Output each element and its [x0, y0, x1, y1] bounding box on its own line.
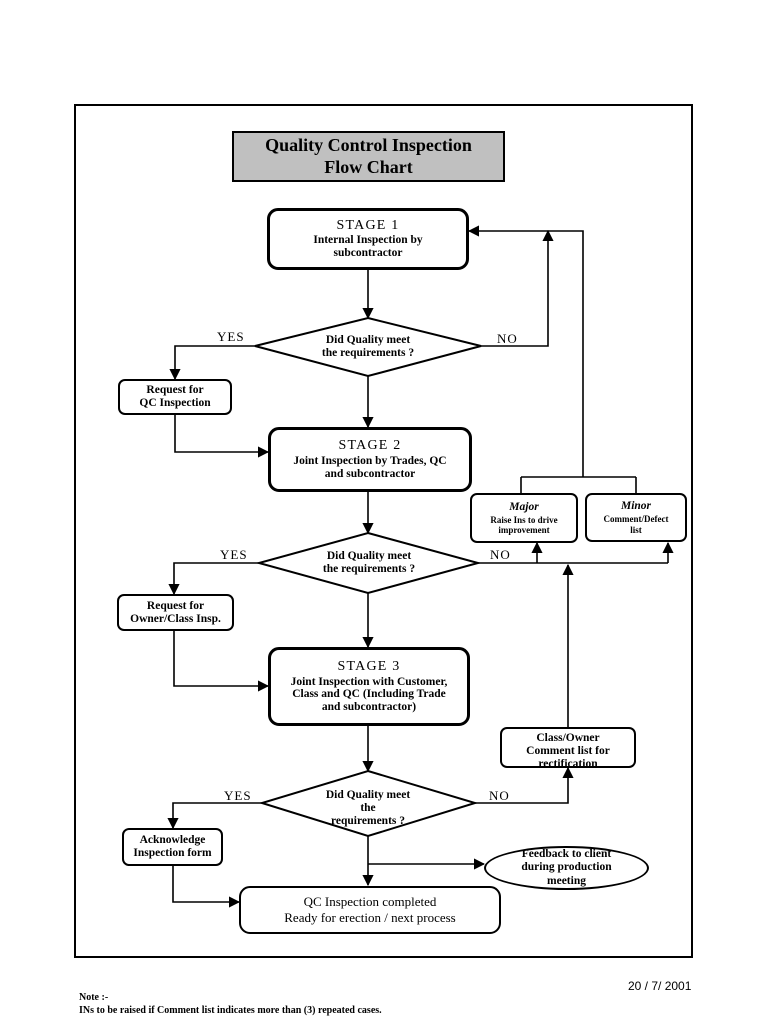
chart-title-line2: Flow Chart	[324, 156, 413, 177]
stage-2-heading: STAGE 2	[338, 438, 402, 454]
decision-3-line3: requirements ?	[331, 815, 405, 828]
arrow-d1-no-to-stage1	[481, 229, 554, 347]
note-heading: Note :-	[79, 992, 109, 1003]
stage-2-line1: Joint Inspection by Trades, QC	[293, 454, 447, 467]
note-text: INs to be raised if Comment list indicat…	[79, 1004, 382, 1016]
request-qc-box: Request for QC Inspection	[118, 379, 232, 415]
decision-2-line1: Did Quality meet	[326, 550, 412, 562]
decision-1-diamond	[254, 316, 482, 378]
final-box: QC Inspection completed Ready for erecti…	[239, 886, 501, 934]
decision-2-text: Did Quality meet the requirements ?	[291, 550, 447, 576]
feedback-oval: Feedback to client during production mee…	[484, 846, 649, 890]
chart-title-line1: Quality Control Inspection	[265, 134, 472, 155]
stage-2-box: STAGE 2 Joint Inspection by Trades, QC a…	[268, 427, 472, 492]
final-line2: Ready for erection / next process	[284, 910, 456, 925]
major-line2: improvement	[498, 525, 550, 536]
request-owner-line1: Request for	[146, 599, 205, 612]
arrow-d3-no-to-class-owner	[475, 766, 574, 804]
arrow-d1-yes-to-request-qc	[169, 345, 255, 381]
acknowledge-line1: Acknowledge	[139, 834, 206, 847]
stage-3-box: STAGE 3 Joint Inspection with Customer, …	[268, 647, 470, 726]
chart-title: Quality Control Inspection Flow Chart	[232, 131, 505, 182]
decision-3-text: Did Quality meet the requirements ?	[300, 789, 436, 829]
major-line1: Raise Ins to drive	[490, 514, 558, 525]
major-box: Major Raise Ins to drive improvement	[470, 493, 578, 543]
class-owner-line3: rectification	[538, 757, 598, 770]
stage-3-line2: Class and QC (Including Trade	[292, 688, 446, 701]
major-heading: Major	[509, 500, 539, 513]
request-owner-line2: Owner/Class Insp.	[130, 612, 221, 625]
decision-3-line1: Did Quality meet	[325, 789, 411, 801]
stage-1-heading: STAGE 1	[336, 217, 400, 233]
decision-3-diamond	[258, 769, 479, 838]
arrow-request-owner-to-stage3	[173, 631, 270, 692]
request-owner-box: Request for Owner/Class Insp.	[117, 594, 234, 631]
decision-2-yes-label: YES	[220, 547, 248, 562]
diagram-frame	[74, 104, 693, 958]
acknowledge-box: Acknowledge Inspection form	[122, 828, 223, 866]
acknowledge-line2: Inspection form	[133, 847, 212, 859]
decision-2-line2: the requirements ?	[322, 563, 416, 576]
decision-3-line2: the	[360, 802, 376, 815]
decision-1-text: Did Quality meet the requirements ?	[290, 334, 446, 360]
decision-1-yes-label: YES	[217, 329, 245, 344]
arrow-d2-yes-to-request-owner	[168, 562, 259, 596]
major-minor-junction	[520, 476, 637, 493]
stage-3-line1: Joint Inspection with Customer,	[290, 675, 448, 688]
feedback-line2: during production	[521, 861, 612, 874]
stage-3-heading: STAGE 3	[337, 658, 401, 674]
class-owner-line1: Class/Owner	[536, 732, 600, 744]
document-date: 20 / 7/ 2001	[628, 979, 692, 993]
decision-1-no-label: NO	[497, 331, 518, 346]
arrow-return-to-stage1	[467, 225, 584, 477]
final-line1: QC Inspection completed	[303, 894, 437, 910]
decision-2-no-label: NO	[490, 547, 511, 562]
request-qc-line1: Request for	[146, 384, 204, 397]
feedback-line3: meeting	[547, 874, 586, 887]
minor-heading: Minor	[620, 500, 652, 513]
minor-line1: Comment/Defect	[603, 514, 669, 525]
stage-1-box: STAGE 1 Internal Inspection by subcontra…	[267, 208, 469, 270]
decision-3-no-label: NO	[489, 788, 510, 803]
request-qc-line2: QC Inspection	[139, 397, 211, 409]
decision-3-yes-label: YES	[224, 788, 252, 803]
stage-1-line2: subcontractor	[333, 247, 403, 260]
arrow-acknowledge-to-final	[172, 866, 241, 908]
arrow-request-qc-to-stage2	[174, 415, 270, 458]
minor-box: Minor Comment/Defect list	[585, 493, 687, 542]
stage-1-line1: Internal Inspection by	[313, 234, 423, 247]
class-owner-box: Class/Owner Comment list for rectificati…	[500, 727, 636, 770]
minor-line2: list	[630, 524, 642, 535]
decision-2-diamond	[255, 531, 482, 595]
footer-note: Note :- INs to be raised if Comment list…	[79, 992, 382, 1017]
stage-2-line2: and subcontractor	[324, 467, 416, 480]
feedback-line1: Feedback to client	[521, 847, 612, 860]
class-owner-line2: Comment list for	[526, 744, 610, 757]
decision-1-line2: the requirements ?	[321, 347, 415, 360]
arrow-d3-yes-to-acknowledge	[167, 802, 262, 830]
decision-1-line1: Did Quality meet	[325, 334, 411, 346]
stage-3-line3: and subcontractor)	[321, 701, 417, 714]
